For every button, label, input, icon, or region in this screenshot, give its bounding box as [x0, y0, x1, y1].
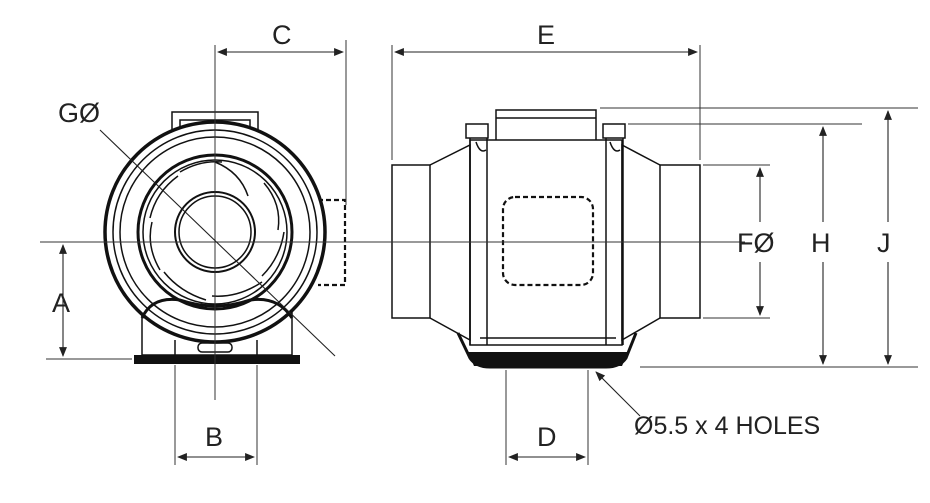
front-view: GØ C A B [40, 20, 370, 465]
label-g: GØ [58, 98, 100, 128]
label-f: FØ [737, 228, 775, 258]
impeller [149, 160, 285, 301]
label-c: C [272, 20, 292, 50]
label-a: A [52, 288, 70, 318]
label-e: E [537, 20, 555, 50]
label-d: D [537, 422, 557, 452]
side-top-box [495, 109, 597, 140]
label-b: B [205, 422, 223, 452]
side-view: E FØ H J D Ø5.5 x 4 HOLES [368, 20, 918, 465]
side-terminal-box [501, 195, 595, 287]
side-right-spigot [659, 164, 701, 319]
holes-leader [595, 371, 641, 417]
label-holes: Ø5.5 x 4 HOLES [634, 412, 820, 440]
label-j: J [877, 228, 891, 258]
label-h: H [811, 228, 831, 258]
g-leader [99, 129, 336, 357]
